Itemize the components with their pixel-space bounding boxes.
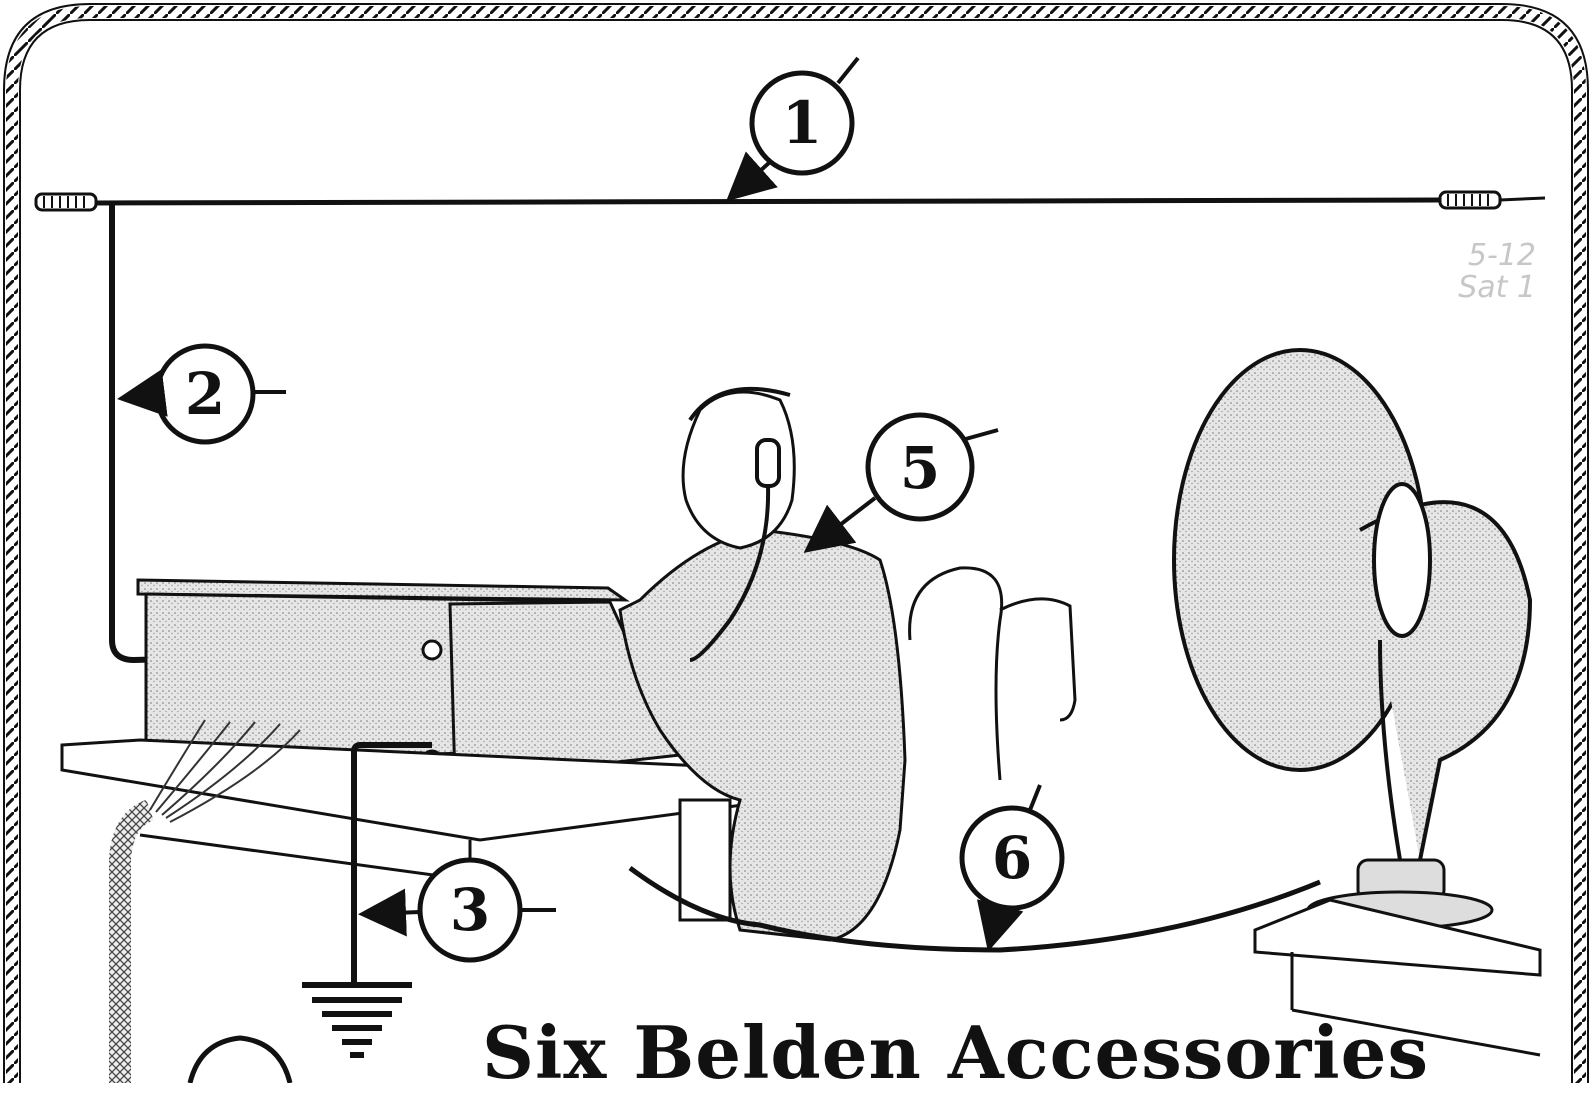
callout-6: 6 [962,785,1062,944]
pencil-annotation: 5-12 Sat 1 [1396,240,1536,303]
callout-1: 1 [732,58,858,196]
callout-3: 3 [366,860,556,960]
svg-text:5: 5 [900,434,940,502]
callout-4-partial [190,1038,290,1083]
callout-2: 2 [125,346,286,442]
callout-5: 5 [810,415,998,548]
svg-text:3: 3 [450,876,490,944]
pencil-line-1: 5-12 [1396,240,1536,272]
svg-text:1: 1 [782,89,822,157]
chair [910,568,1075,780]
svg-text:6: 6 [992,824,1032,892]
radio-operator [620,389,905,940]
horn-loudspeaker [1174,350,1530,928]
pencil-line-2: Sat 1 [1396,272,1536,304]
antenna-wire [36,192,1545,210]
svg-text:2: 2 [185,360,225,428]
headline: Six Belden Accessories [482,1010,1429,1095]
